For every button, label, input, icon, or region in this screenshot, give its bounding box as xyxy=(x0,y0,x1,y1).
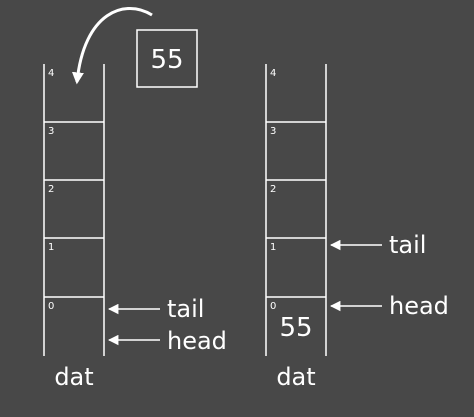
slot-index-1: 1 xyxy=(270,242,276,253)
slot-index-4: 4 xyxy=(270,68,276,79)
new-value-box xyxy=(136,29,198,88)
slot-index-2: 2 xyxy=(270,184,276,195)
head-pointer-label: head xyxy=(389,292,449,320)
new-value: 55 xyxy=(150,45,183,75)
slot-index-1: 1 xyxy=(48,242,54,253)
array-before xyxy=(43,64,105,356)
array-label: dat xyxy=(276,363,315,391)
slot-index-0: 0 xyxy=(48,301,54,312)
slot-0-value: 55 xyxy=(279,313,312,343)
tail-pointer-label: tail xyxy=(167,295,204,323)
tail-pointer-label: tail xyxy=(389,231,426,259)
slot-index-4: 4 xyxy=(48,68,54,79)
head-pointer-label: head xyxy=(167,327,227,355)
slot-index-3: 3 xyxy=(48,126,54,137)
slot-index-2: 2 xyxy=(48,184,54,195)
insert-arrow xyxy=(71,6,153,85)
array-label: dat xyxy=(54,363,93,391)
slot-index-0: 0 xyxy=(270,301,276,312)
slot-index-3: 3 xyxy=(270,126,276,137)
array-after xyxy=(265,64,327,356)
